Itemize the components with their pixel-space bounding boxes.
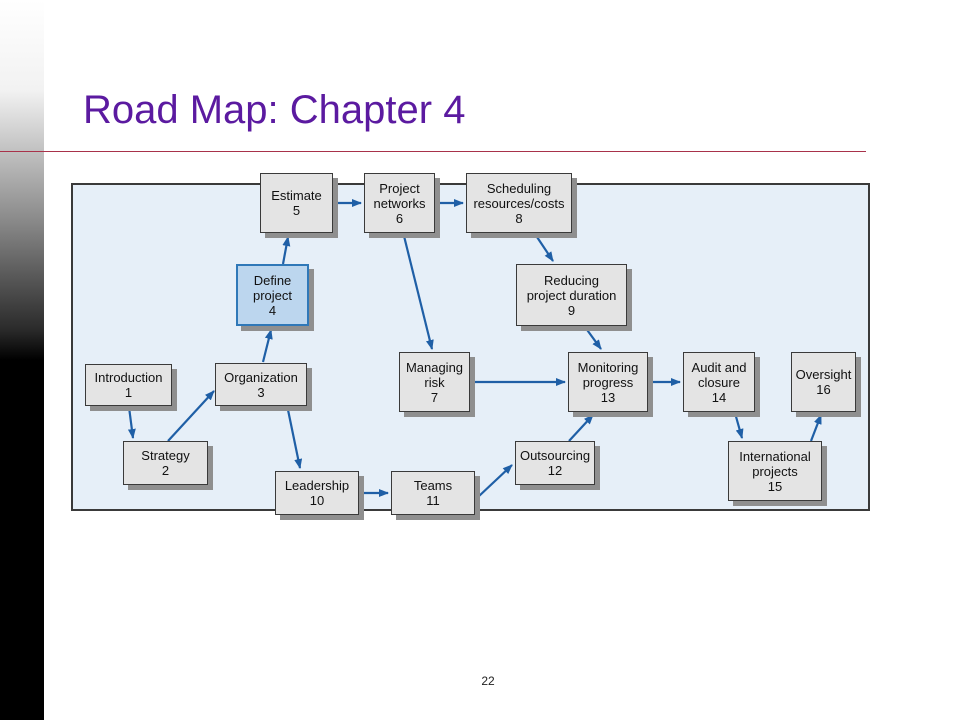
node-monitoring-label-2: progress [582, 374, 634, 390]
node-oversight: Oversight 16 [791, 352, 856, 412]
node-outsourcing: Outsourcing 12 [515, 441, 595, 485]
arrow-strategy-to-organization [167, 390, 215, 442]
node-monitoring-label-1: Monitoring [577, 359, 639, 375]
node-scheduling-number: 8 [515, 210, 523, 226]
node-international: International projects 15 [728, 441, 822, 501]
node-strategy: Strategy 2 [123, 441, 208, 485]
node-international-label-1: International [739, 448, 811, 464]
node-oversight-number: 16 [816, 382, 831, 397]
node-define-project: Define project 4 [236, 264, 309, 326]
slide-title: Road Map: Chapter 4 [83, 88, 466, 132]
node-scheduling-label-1: Scheduling [486, 180, 552, 196]
node-define-project-number: 4 [268, 302, 277, 318]
node-estimate-number: 5 [292, 203, 301, 218]
node-managing-risk: Managing risk 7 [399, 352, 470, 412]
node-project-networks-number: 6 [395, 210, 404, 226]
node-managing-risk-label-1: Managing [405, 359, 464, 375]
node-international-number: 15 [767, 478, 783, 494]
node-oversight-label: Oversight [795, 367, 852, 382]
node-monitoring: Monitoring progress 13 [568, 352, 648, 412]
node-estimate-label: Estimate [271, 188, 322, 203]
node-teams: Teams 11 [391, 471, 475, 515]
node-organization-number: 3 [257, 384, 265, 400]
arrow-introduction-to-strategy [127, 406, 136, 439]
node-strategy-label: Strategy [141, 448, 190, 463]
node-scheduling-label-2: resources/costs [473, 195, 565, 211]
node-introduction-number: 1 [124, 385, 133, 400]
node-strategy-number: 2 [161, 463, 170, 478]
node-project-networks-label-1: Project [379, 180, 420, 196]
node-leadership-label: Leadership [284, 478, 350, 493]
arrow-teams-to-outsourcing [477, 464, 513, 498]
slide-side-bar [0, 0, 44, 720]
arrow-scheduling-to-reducing-duration [534, 233, 554, 262]
arrow-audit-closure-to-international [733, 412, 744, 439]
node-monitoring-number: 13 [600, 389, 616, 405]
arrow-project-networks-to-managing-risk [402, 235, 434, 350]
node-define-project-label-1: Define [253, 272, 292, 288]
node-reducing-duration-number: 9 [567, 302, 576, 318]
node-project-networks-label-2: networks [373, 195, 426, 211]
node-reducing-duration-label-2: project duration [526, 287, 617, 303]
arrow-outsourcing-to-monitoring [568, 414, 594, 442]
node-introduction: Introduction 1 [85, 364, 172, 406]
arrow-organization-to-define-project [261, 329, 273, 363]
node-reducing-duration-label-1: Reducing [544, 272, 599, 288]
node-audit-closure-label-2: closure [698, 374, 740, 390]
arrow-organization-to-leadership [285, 404, 303, 469]
node-audit-closure: Audit and closure 14 [683, 352, 755, 412]
node-managing-risk-label-2: risk [424, 374, 445, 390]
node-scheduling: Scheduling resources/costs 8 [466, 173, 572, 233]
node-managing-risk-number: 7 [430, 389, 439, 405]
node-international-label-2: projects [752, 463, 798, 479]
node-project-networks: Project networks 6 [364, 173, 435, 233]
node-outsourcing-label: Outsourcing [519, 448, 591, 463]
node-teams-label: Teams [413, 478, 453, 493]
node-estimate: Estimate 5 [260, 173, 333, 233]
arrow-international-to-oversight [809, 414, 823, 442]
title-divider [0, 151, 866, 152]
node-audit-closure-label-1: Audit and [691, 359, 747, 375]
node-audit-closure-number: 14 [711, 389, 727, 405]
node-reducing-duration: Reducing project duration 9 [516, 264, 627, 326]
node-define-project-label-2: project [252, 287, 293, 303]
node-leadership: Leadership 10 [275, 471, 359, 515]
arrow-reducing-duration-to-monitoring [584, 326, 602, 350]
node-organization-label: Organization [224, 369, 298, 385]
node-outsourcing-number: 12 [547, 463, 563, 478]
node-introduction-label: Introduction [94, 370, 163, 385]
node-leadership-number: 10 [309, 493, 325, 508]
node-teams-number: 11 [426, 493, 440, 508]
page-number: 22 [481, 674, 495, 688]
arrow-define-project-to-estimate [281, 236, 291, 265]
node-organization: Organization 3 [215, 363, 307, 406]
